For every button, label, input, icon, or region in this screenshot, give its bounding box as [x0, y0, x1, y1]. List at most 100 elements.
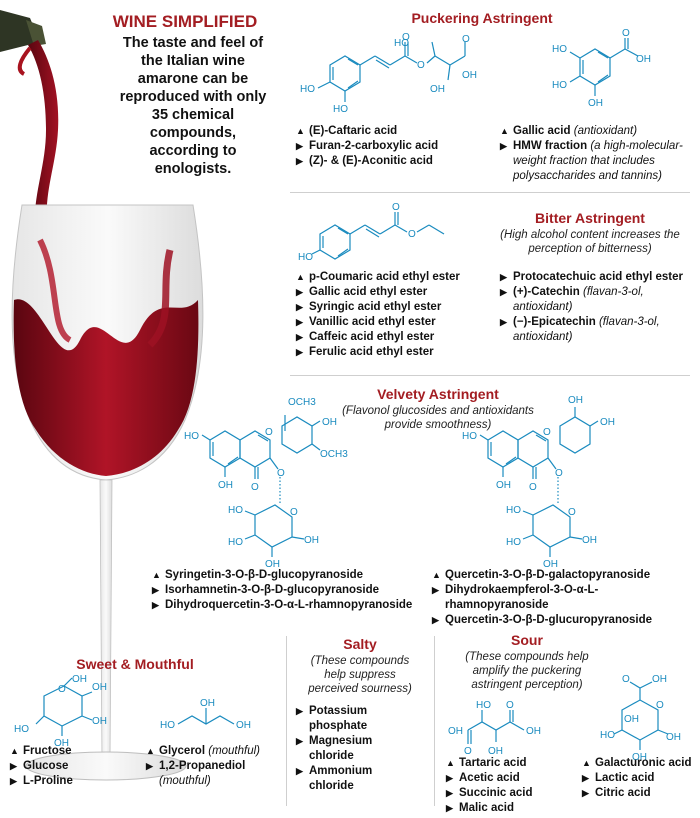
label-oh: OH: [526, 726, 541, 737]
section-title-bitter: Bitter Astringent: [535, 210, 645, 226]
list-item: ▶Protocatechuic acid ethyl ester: [500, 271, 684, 283]
sour-right-list: ▲Galacturonic acid ▶Lactic acid ▶Citric …: [582, 756, 698, 801]
divider: [434, 636, 435, 806]
label-oh: OH: [636, 54, 651, 65]
label-o: O: [622, 674, 630, 685]
list-item: ▶Ammonium chloride: [296, 765, 373, 792]
velvety-left-list: ▲Syringetin-3-O-β-D-glucopyranoside ▶Iso…: [152, 568, 422, 613]
label-oh: OH: [304, 535, 319, 546]
divider: [286, 636, 287, 806]
label-o: O: [408, 229, 416, 240]
label-ho: HO: [298, 252, 313, 263]
label-ho: HO: [160, 720, 175, 731]
structure-caftaric-acid: HO HO O O OH OH HO O: [300, 32, 477, 115]
label-ho: HO: [600, 730, 615, 741]
label-oh: OH: [632, 752, 647, 763]
list-item: ▶(+)-Catechin (flavan-3-ol, antioxidant): [500, 286, 644, 313]
label-ho: HO: [184, 431, 199, 442]
label-ho: HO: [228, 505, 243, 516]
structure-fructose: O OH OH OH OH HO: [14, 674, 107, 749]
structure-coumaric-ester: HO O O: [298, 202, 445, 263]
label-o: O: [529, 482, 537, 493]
label-o: O: [402, 32, 410, 43]
list-item: ▲Quercetin-3-O-β-D-galactopyranoside: [432, 569, 651, 581]
list-item: ▲Gallic acid (antioxidant): [500, 125, 638, 137]
label-oh: OH: [54, 738, 69, 749]
label-ho: HO: [506, 505, 521, 516]
list-item: ▶Dihydrokaempferol-3-O-α-L-rhamnopyranos…: [432, 584, 599, 611]
puckering-right-list: ▲Gallic acid (antioxidant) ▶HMW fraction…: [500, 124, 690, 184]
list-item: ▶Syringic acid ethyl ester: [296, 301, 442, 313]
list-item: ▶Acetic acid: [446, 772, 520, 784]
label-o: O: [464, 746, 472, 757]
label-oh: OH: [218, 480, 233, 491]
label-ho: HO: [552, 44, 567, 55]
list-item: ▲Galacturonic acid: [582, 757, 692, 769]
sweet-left-list: ▲Fructose ▶Glucose ▶L-Proline: [10, 744, 130, 789]
label-oh: OH: [624, 714, 639, 725]
label-o: O: [656, 700, 664, 711]
section-title-sour: Sour: [511, 632, 543, 648]
structure-quercetin-glycoside: OH OH HO O OH O O HO HO OH OH O: [462, 395, 615, 570]
label-och3: OCH3: [288, 397, 316, 408]
glass-base: [25, 751, 187, 781]
list-item: ▲p-Coumaric acid ethyl ester: [296, 271, 460, 283]
label-o: O: [290, 507, 298, 518]
label-ho: HO: [14, 724, 29, 735]
label-o: O: [568, 507, 576, 518]
list-item: ▲Tartaric acid: [446, 757, 527, 769]
divider: [290, 375, 690, 376]
label-oh: OH: [92, 716, 107, 727]
label-oh: OH: [265, 559, 280, 570]
bitter-left-list: ▲p-Coumaric acid ethyl ester ▶Gallic aci…: [296, 270, 496, 360]
sweet-right-list: ▲Glycerol (mouthful) ▶1,2-Propanediol (m…: [146, 744, 276, 789]
list-item: ▶Succinic acid: [446, 787, 533, 799]
label-oh: OH: [430, 84, 445, 95]
list-item: ▶Malic acid: [446, 802, 514, 814]
list-item: ▶Quercetin-3-O-β-D-glucuropyranoside: [432, 614, 653, 626]
salty-note: (These compounds help suppress perceived…: [308, 655, 412, 695]
svg-text:HO: HO: [394, 38, 409, 49]
list-item: ▶Potassium phosphate: [296, 705, 368, 732]
label-ho: HO: [462, 431, 477, 442]
list-item: ▶Dihydroquercetin-3-O-α-L-rhamnopyranosi…: [152, 599, 413, 611]
label-oh: OH: [582, 535, 597, 546]
list-item: ▶(Z)- & (E)-Aconitic acid: [296, 155, 433, 167]
structure-syringetin-glucoside: OCH3 OH OCH3 HO O OH O O HO HO OH OH O: [184, 397, 348, 570]
label-oh: OH: [652, 674, 667, 685]
structure-galacturonic-acid: O OH O OH OH HO OH: [600, 674, 681, 763]
divider: [290, 192, 690, 193]
label-ho: HO: [228, 537, 243, 548]
list-item: ▶Lactic acid: [582, 772, 655, 784]
label-oh: OH: [322, 417, 337, 428]
list-item: ▶Isorhamnetin-3-O-β-D-glucopyranoside: [152, 584, 380, 596]
label-oh: OH: [496, 480, 511, 491]
label-ho: HO: [333, 104, 348, 115]
list-item: ▶Caffeic acid ethyl ester: [296, 331, 435, 343]
wine-glass-illustration: [0, 10, 204, 781]
list-item: ▲Fructose: [10, 745, 72, 757]
bottle-neck: [0, 10, 46, 52]
label-oh: OH: [543, 559, 558, 570]
list-item: ▶(−)-Epicatechin (flavan-3-ol, antioxida…: [500, 316, 660, 343]
label-och3: OCH3: [320, 449, 348, 460]
label-ho: HO: [552, 80, 567, 91]
bitter-note: (High alcohol content increases the perc…: [500, 229, 680, 255]
list-item: ▶Furan-2-carboxylic acid: [296, 140, 439, 152]
structure-gallic-acid: HO HO OH OH O: [552, 28, 651, 109]
label-o: O: [417, 60, 425, 71]
label-o: O: [543, 427, 551, 438]
list-item: ▶Glucose: [10, 760, 69, 772]
section-title-salty: Salty: [343, 636, 377, 652]
label-oh: OH: [666, 732, 681, 743]
salty-list: ▶Potassium phosphate ▶Magnesium chloride…: [296, 704, 418, 794]
structure-tartaric-acid: HO OH O OH O OH: [448, 700, 541, 757]
label-oh: OH: [588, 98, 603, 109]
label-o: O: [392, 202, 400, 213]
label-oh: OH: [568, 395, 583, 406]
label-ho: HO: [300, 84, 315, 95]
intro-text: The taste and feel of the Italian wine a…: [119, 35, 267, 177]
velvety-right-list: ▲Quercetin-3-O-β-D-galactopyranoside ▶Di…: [432, 568, 698, 628]
section-title-velvety: Velvety Astringent: [377, 386, 499, 402]
label-oh: OH: [488, 746, 503, 757]
